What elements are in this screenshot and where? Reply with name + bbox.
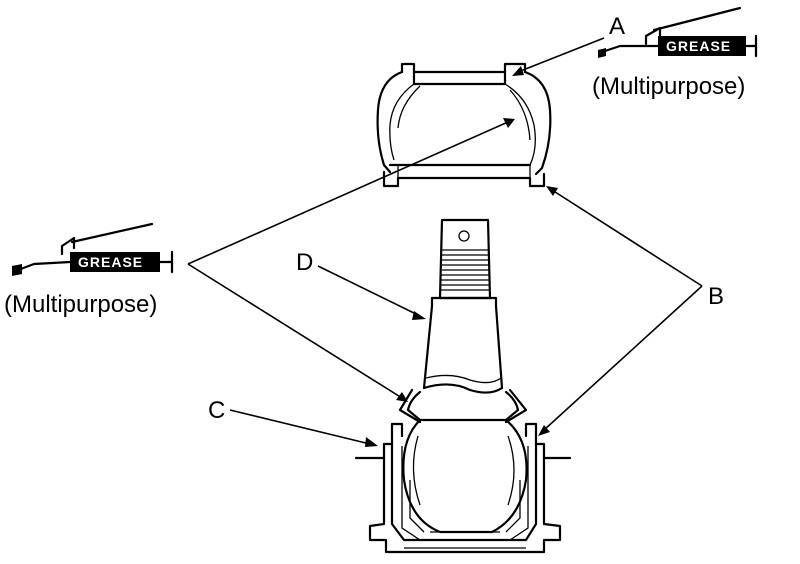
leader-lines [187, 37, 703, 447]
ball-joint-housing [354, 388, 572, 554]
callout-c: C [208, 397, 225, 424]
grease-label-top: GREASE [666, 38, 731, 54]
grease-gun-icon-left: GREASE [12, 222, 174, 276]
grease-note-left: (Multipurpose) [4, 291, 157, 318]
ball-stud [422, 218, 504, 394]
callout-a: A [609, 13, 625, 40]
callout-b: B [708, 283, 724, 310]
grease-label-left: GREASE [78, 254, 143, 270]
dust-boot [376, 62, 552, 188]
grease-note-top: (Multipurpose) [592, 73, 745, 100]
callout-d: D [296, 249, 313, 276]
grease-gun-icon-top: GREASE [598, 6, 758, 58]
